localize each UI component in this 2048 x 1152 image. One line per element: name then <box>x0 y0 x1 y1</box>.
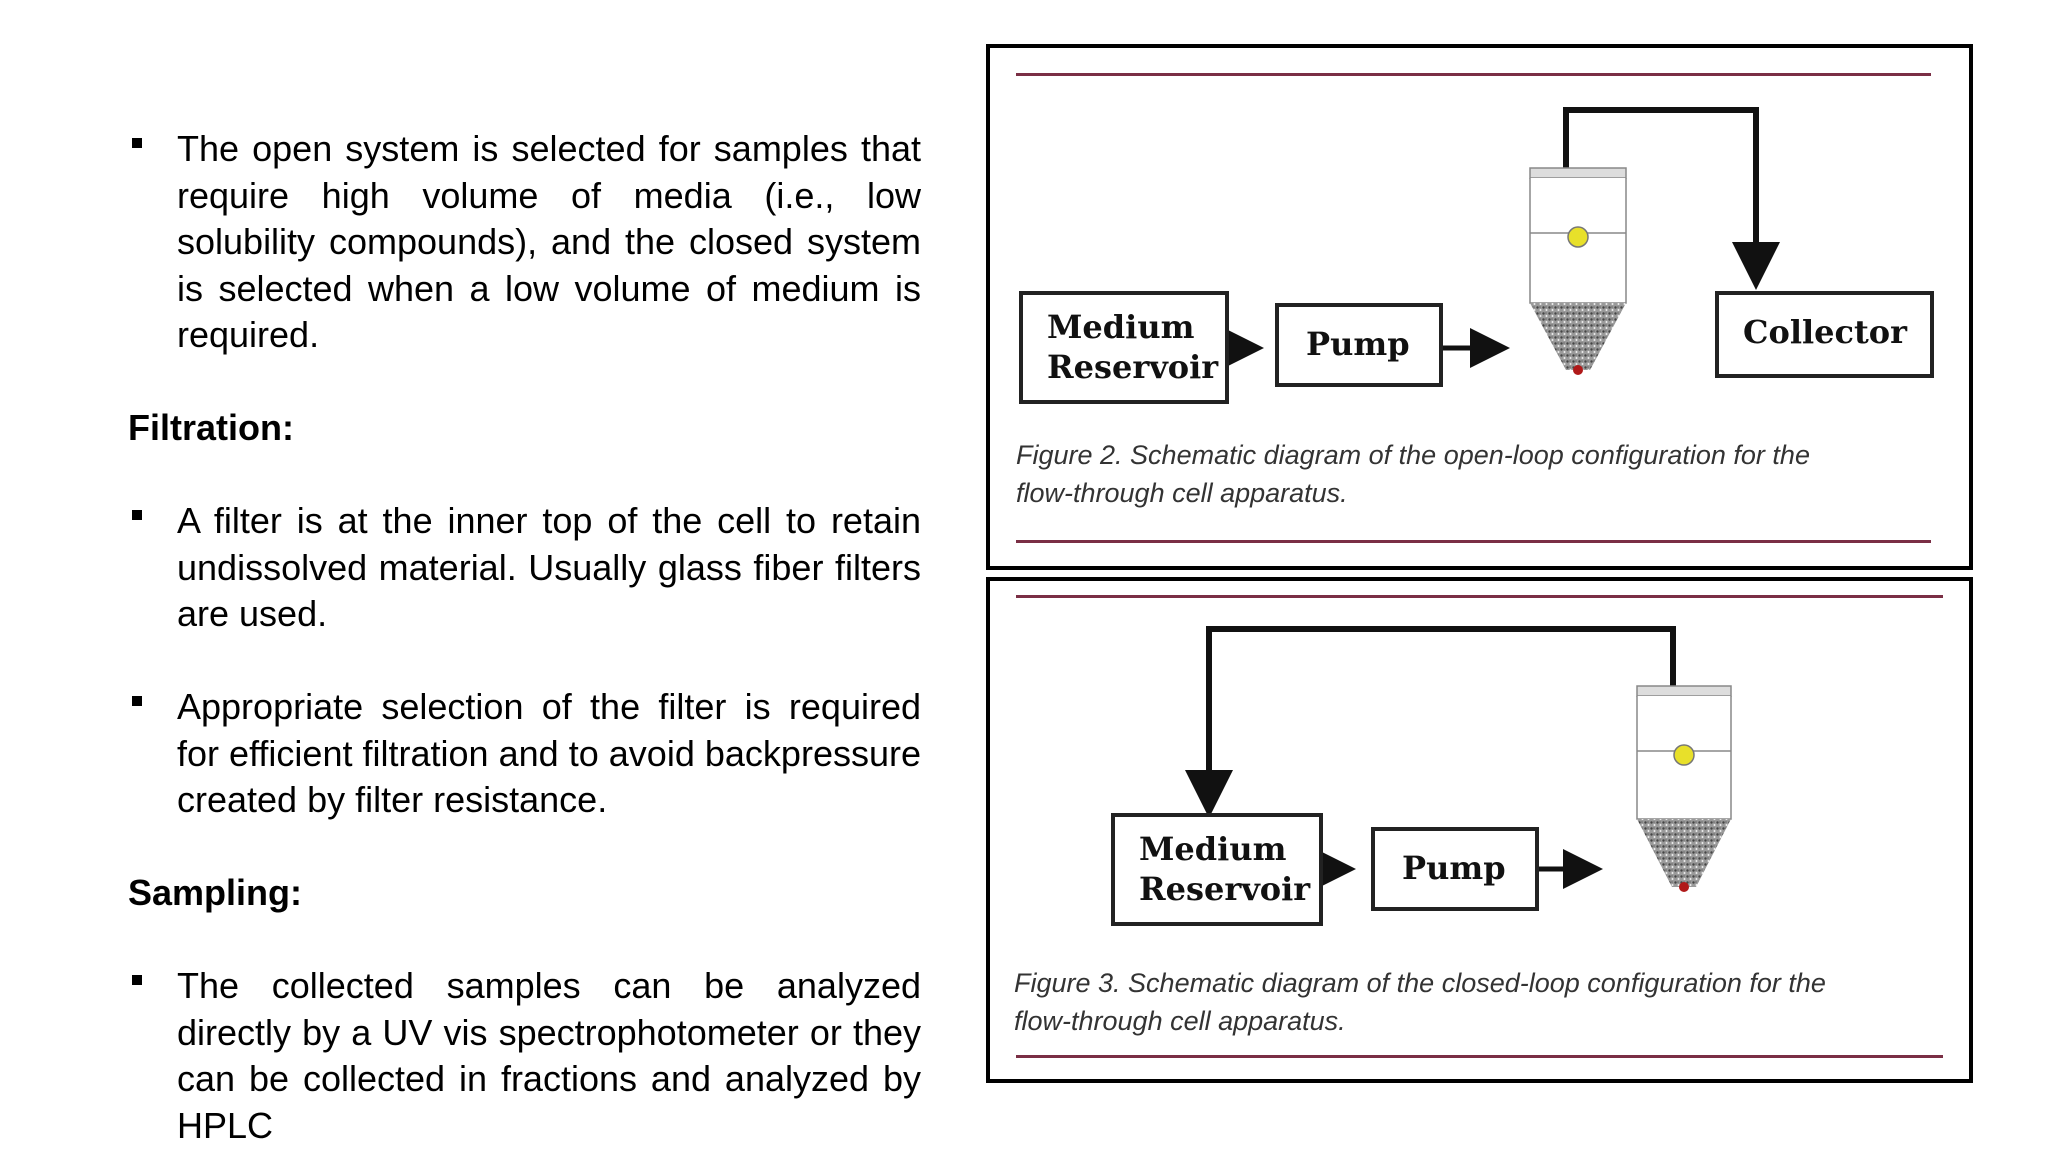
open-loop-arrows <box>1224 107 1780 375</box>
filtration-heading: Filtration: <box>128 407 294 448</box>
bullet-item: The open system is selected for samples … <box>128 126 921 359</box>
bullet-square-icon <box>132 138 142 148</box>
figure2-caption: Figure 2. Schematic diagram of the open-… <box>1016 436 1810 512</box>
bottom-rule <box>1016 540 1931 543</box>
bullet-filter-selection-text: Appropriate selection of the filter is r… <box>177 686 921 820</box>
bullet-square-icon <box>132 975 142 985</box>
closed-loop-arrows <box>1185 626 1732 892</box>
cell-to-collector-arrow <box>1563 107 1780 290</box>
figure2-caption-line2: flow-through cell apparatus. <box>1016 478 1348 508</box>
sampling-heading: Sampling: <box>128 872 303 913</box>
figure3-caption: Figure 3. Schematic diagram of the close… <box>1014 964 1826 1040</box>
bullet-item: The collected samples can be analyzed di… <box>128 963 921 1149</box>
reservoir-label-line1: Medium <box>1047 308 1195 346</box>
collector-box: Collector <box>1715 291 1934 378</box>
figure3-caption-line2: flow-through cell apparatus. <box>1014 1006 1346 1036</box>
flow-through-cell-icon <box>1529 167 1627 375</box>
reservoir-label-line2: Reservoir <box>1139 870 1311 908</box>
figure-open-loop: Medium Reservoir Pump Collector Figure 2… <box>986 44 1973 570</box>
slide-text-column: The open system is selected for samples … <box>128 126 921 1149</box>
reservoir-label-line2: Reservoir <box>1047 348 1219 386</box>
bullet-square-icon <box>132 510 142 520</box>
figure-closed-loop: Medium Reservoir Pump Figure 3. Schemati… <box>986 577 1973 1083</box>
flow-through-cell-icon <box>1636 685 1732 892</box>
figure2-caption-line1: Figure 2. Schematic diagram of the open-… <box>1016 440 1810 470</box>
pump-label: Pump <box>1402 849 1506 887</box>
bullet-open-system-text: The open system is selected for samples … <box>177 128 921 355</box>
collector-label: Collector <box>1743 313 1907 351</box>
pump-label: Pump <box>1306 325 1410 363</box>
medium-reservoir-box: Medium Reservoir <box>1111 813 1323 926</box>
bullet-item: A filter is at the inner top of the cell… <box>128 498 921 638</box>
medium-reservoir-box: Medium Reservoir <box>1019 291 1229 404</box>
bullet-samples-text: The collected samples can be analyzed di… <box>177 965 921 1146</box>
figure3-caption-line1: Figure 3. Schematic diagram of the close… <box>1014 968 1826 998</box>
bottom-rule <box>1016 1055 1943 1058</box>
top-rule <box>1016 73 1931 76</box>
top-rule <box>1016 595 1943 598</box>
cell-to-reservoir-arrow <box>1185 626 1676 818</box>
bullet-square-icon <box>132 696 142 706</box>
pump-box: Pump <box>1275 303 1443 387</box>
bullet-filter-position-text: A filter is at the inner top of the cell… <box>177 500 921 634</box>
pump-box: Pump <box>1371 827 1539 911</box>
reservoir-label-line1: Medium <box>1139 830 1287 868</box>
bullet-item: Appropriate selection of the filter is r… <box>128 684 921 824</box>
